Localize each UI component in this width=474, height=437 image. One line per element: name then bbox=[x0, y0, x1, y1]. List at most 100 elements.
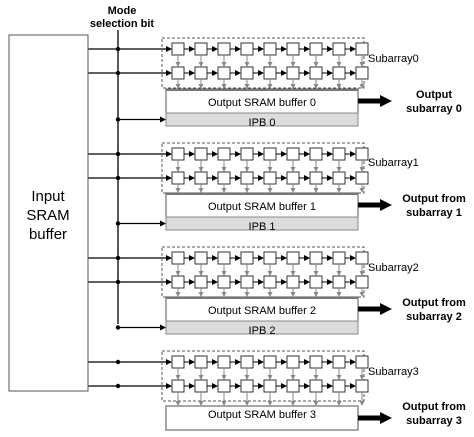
pe-cell bbox=[194, 275, 208, 289]
pe-cell bbox=[286, 42, 300, 56]
output-arrow bbox=[358, 199, 392, 211]
pe-grids bbox=[161, 37, 369, 406]
pe-cell bbox=[240, 251, 254, 265]
pe-cell bbox=[332, 275, 346, 289]
pe-cell bbox=[263, 251, 277, 265]
pe-cell bbox=[332, 171, 346, 185]
pe-cell bbox=[194, 355, 208, 369]
wires bbox=[88, 30, 172, 389]
pe-cell bbox=[171, 42, 185, 56]
pe-cell bbox=[309, 275, 323, 289]
pe-cell bbox=[309, 66, 323, 80]
pe-cell bbox=[355, 379, 369, 393]
pe-cell bbox=[286, 355, 300, 369]
pe-cell bbox=[309, 355, 323, 369]
pe-cell bbox=[286, 171, 300, 185]
pe-cell bbox=[286, 379, 300, 393]
output-label-1-line1: Output from bbox=[402, 193, 466, 205]
pe-cell bbox=[332, 42, 346, 56]
junction-dot bbox=[115, 325, 121, 330]
pe-cell bbox=[217, 171, 231, 185]
input-buffer-label-line2: SRAM bbox=[26, 207, 69, 224]
pe-cell bbox=[332, 355, 346, 369]
output-arrow bbox=[358, 95, 392, 107]
pe-cell bbox=[194, 147, 208, 161]
pe-cell bbox=[309, 171, 323, 185]
pe-cell bbox=[332, 251, 346, 265]
pe-cell bbox=[355, 66, 369, 80]
pe-cell bbox=[309, 379, 323, 393]
subarray-label-2: Subarray2 bbox=[368, 262, 419, 274]
pe-cell bbox=[355, 275, 369, 289]
pe-cell bbox=[194, 42, 208, 56]
ipb-label-2: IPB 2 bbox=[249, 325, 276, 337]
ipb-label-0: IPB 0 bbox=[249, 117, 276, 129]
output-sram-buffer bbox=[165, 405, 359, 431]
pe-cell bbox=[171, 251, 185, 265]
mode-bit-label-line1: Mode bbox=[108, 5, 137, 17]
output-label-3-line2: subarray 3 bbox=[406, 415, 462, 427]
pe-cell bbox=[171, 275, 185, 289]
pe-cell bbox=[217, 275, 231, 289]
pe-cell bbox=[194, 379, 208, 393]
pe-cell bbox=[240, 355, 254, 369]
output-label-3-line1: Output from bbox=[402, 401, 466, 413]
pe-cell bbox=[240, 66, 254, 80]
junction-dot bbox=[115, 46, 121, 52]
pe-cell bbox=[240, 42, 254, 56]
pe-cell bbox=[286, 275, 300, 289]
pe-cell bbox=[355, 355, 369, 369]
pe-cell bbox=[194, 251, 208, 265]
pe-cell bbox=[217, 379, 231, 393]
pe-cell bbox=[171, 379, 185, 393]
mode-bit-label-line2: selection bit bbox=[90, 18, 155, 30]
pe-cell bbox=[309, 42, 323, 56]
output-buffer-label-2: Output SRAM buffer 2 bbox=[208, 305, 316, 317]
pe-cell bbox=[355, 171, 369, 185]
pe-cell bbox=[355, 251, 369, 265]
pe-cell bbox=[217, 355, 231, 369]
ipb-box bbox=[165, 216, 359, 231]
output-label-0-line1: Output bbox=[416, 89, 452, 101]
junction-dot bbox=[115, 175, 121, 181]
pe-cell bbox=[309, 147, 323, 161]
subarray-label-0: Subarray0 bbox=[368, 53, 419, 65]
input-buffer-label-line3: buffer bbox=[29, 226, 67, 243]
junction-dot bbox=[115, 383, 121, 389]
pe-cell bbox=[240, 275, 254, 289]
pe-cell bbox=[263, 66, 277, 80]
pe-cell bbox=[263, 171, 277, 185]
pe-cell bbox=[286, 147, 300, 161]
output-label-1-line2: subarray 1 bbox=[406, 207, 462, 219]
pe-cell bbox=[240, 171, 254, 185]
pe-cell bbox=[240, 147, 254, 161]
output-label-2-line2: subarray 2 bbox=[406, 311, 462, 323]
junction-dot bbox=[115, 255, 121, 261]
buffers bbox=[165, 88, 392, 431]
output-sram-buffer bbox=[165, 88, 359, 114]
subarray-label-1: Subarray1 bbox=[368, 157, 419, 169]
ipb-box bbox=[165, 112, 359, 127]
pe-cell bbox=[171, 147, 185, 161]
junction-dot bbox=[115, 117, 121, 122]
ipb-box bbox=[165, 320, 359, 335]
pe-cell bbox=[263, 42, 277, 56]
pe-cell bbox=[217, 147, 231, 161]
pe-cell bbox=[332, 66, 346, 80]
pe-cell bbox=[263, 275, 277, 289]
pe-cell bbox=[171, 355, 185, 369]
pe-cell bbox=[217, 42, 231, 56]
junction-dot bbox=[115, 70, 121, 76]
pe-cell bbox=[309, 251, 323, 265]
pe-cell bbox=[240, 379, 254, 393]
pe-cell bbox=[286, 251, 300, 265]
pe-cell bbox=[194, 66, 208, 80]
pe-cell bbox=[332, 379, 346, 393]
output-label-2-line1: Output from bbox=[402, 297, 466, 309]
pe-cell bbox=[263, 355, 277, 369]
pe-cell bbox=[194, 171, 208, 185]
pe-cell bbox=[217, 66, 231, 80]
junction-dot bbox=[115, 359, 121, 365]
